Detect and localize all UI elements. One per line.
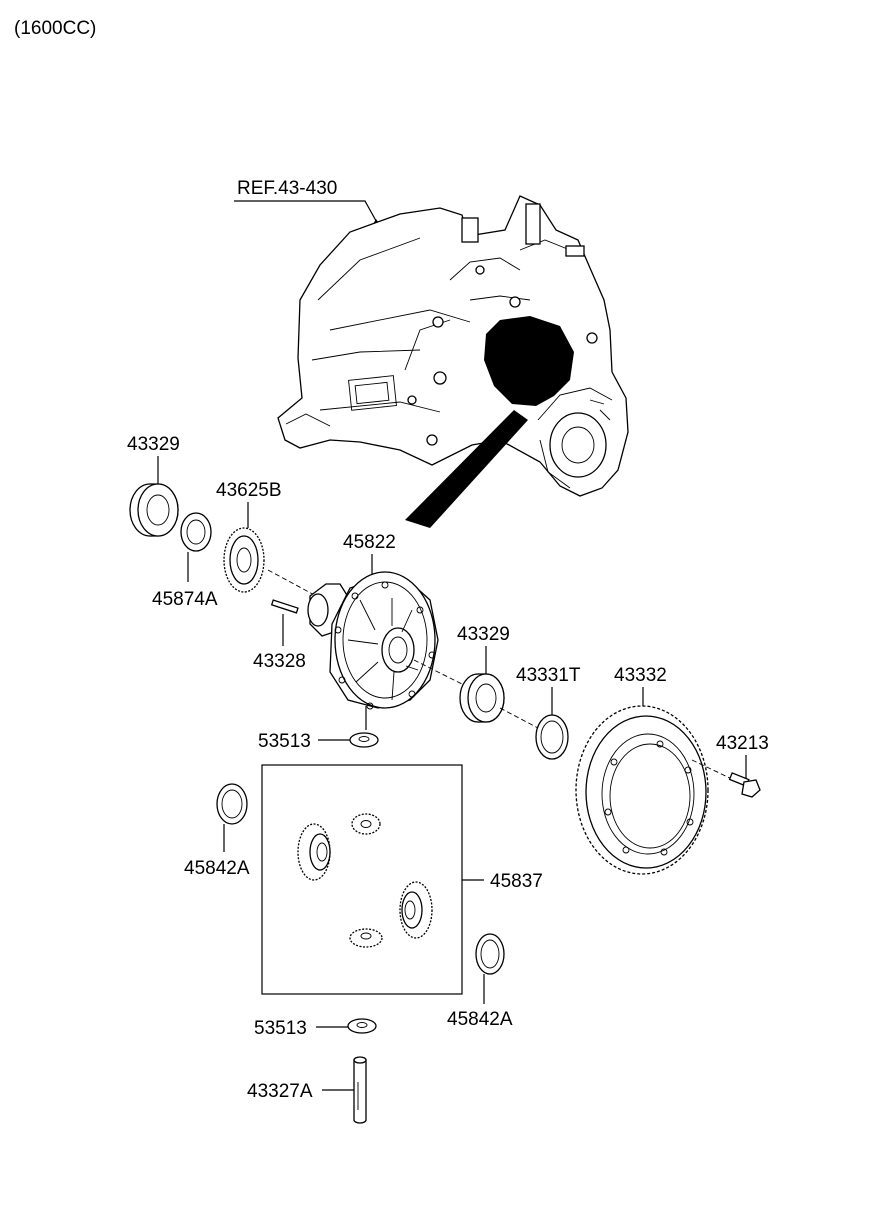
gear-kit-box <box>261 764 463 995</box>
seal <box>180 512 212 552</box>
side-gear-right <box>399 881 433 939</box>
housing-to-case-leader <box>405 410 528 528</box>
side-gear-left <box>297 823 331 881</box>
callout-53513-top: 53513 <box>258 731 311 752</box>
pinion-gear-bottom <box>349 928 383 948</box>
pinion-gear-top <box>351 813 381 835</box>
thrust-washer-right <box>475 933 505 975</box>
speedometer-gear <box>223 527 265 593</box>
bearing-right <box>459 673 505 723</box>
callout-45842A-right: 45842A <box>447 1009 513 1030</box>
callout-45837: 45837 <box>490 871 543 892</box>
thrust-washer-left <box>216 783 248 825</box>
callout-43213: 43213 <box>716 733 769 754</box>
callout-43329-right: 43329 <box>457 624 510 645</box>
callout-45874A: 45874A <box>152 589 218 610</box>
pin <box>270 599 299 614</box>
bolt <box>728 772 761 798</box>
differential-case <box>307 571 439 710</box>
shaft <box>353 1056 367 1124</box>
transaxle-housing <box>277 195 629 497</box>
callout-43332: 43332 <box>614 665 667 686</box>
bearing-top <box>129 483 179 537</box>
ring-gear <box>575 705 709 875</box>
ref-label: REF.43-430 <box>237 178 337 199</box>
callout-43327A: 43327A <box>247 1081 313 1102</box>
washer-bottom <box>347 1018 377 1034</box>
engine-spec-label: (1600CC) <box>14 18 96 39</box>
callout-43331T: 43331T <box>516 665 581 686</box>
callout-53513-bottom: 53513 <box>254 1018 307 1039</box>
callout-43328: 43328 <box>253 651 306 672</box>
callout-43625B: 43625B <box>216 480 282 501</box>
callout-45842A-left: 45842A <box>184 858 250 879</box>
washer-top <box>349 732 379 748</box>
callout-45822: 45822 <box>343 532 396 553</box>
callout-43329-top: 43329 <box>127 434 180 455</box>
shim <box>535 714 569 760</box>
